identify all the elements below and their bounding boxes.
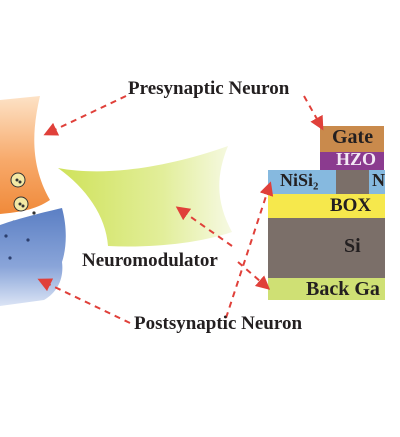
postsynaptic-neuron-label: Postsynaptic Neuron (134, 313, 303, 334)
arrow-presynaptic-to-neuron (43, 95, 127, 136)
box-label: BOX (330, 195, 372, 216)
layer-back-gate (268, 278, 385, 300)
si-label: Si (344, 235, 361, 257)
layer-hzo (320, 152, 384, 170)
dashed-arrows (37, 95, 324, 324)
layer-nisi2-right (369, 170, 385, 194)
presynaptic-terminal-shape (0, 96, 50, 214)
layer-box (268, 194, 385, 218)
arrow-neuromodulator-to-shape (175, 206, 233, 247)
layer-channel-gap (336, 170, 369, 194)
arrow-postsynaptic-to-neuron (37, 278, 131, 324)
layer-si (268, 218, 385, 278)
device-stack (268, 126, 385, 300)
layer-gate (320, 126, 384, 152)
arrow-postsynaptic-to-nisi2 (225, 181, 274, 319)
back-gate-label: Back Ga (306, 278, 380, 300)
layer-nisi2-left (268, 170, 336, 194)
nisi2-right-label: N (372, 170, 385, 190)
presynaptic-neuron-label: Presynaptic Neuron (128, 78, 290, 99)
arrow-presynaptic-to-gate (303, 95, 324, 131)
synaptic-vesicles (10, 172, 29, 212)
hzo-label: HZO (336, 149, 377, 169)
neuromodulator-shape (58, 146, 232, 247)
neuromodulator-label: Neuromodulator (82, 250, 218, 271)
arrow-neuromodulator-to-backgate (237, 261, 271, 290)
nisi2-label: NiSi₂ (280, 170, 319, 190)
gate-label: Gate (332, 126, 374, 148)
